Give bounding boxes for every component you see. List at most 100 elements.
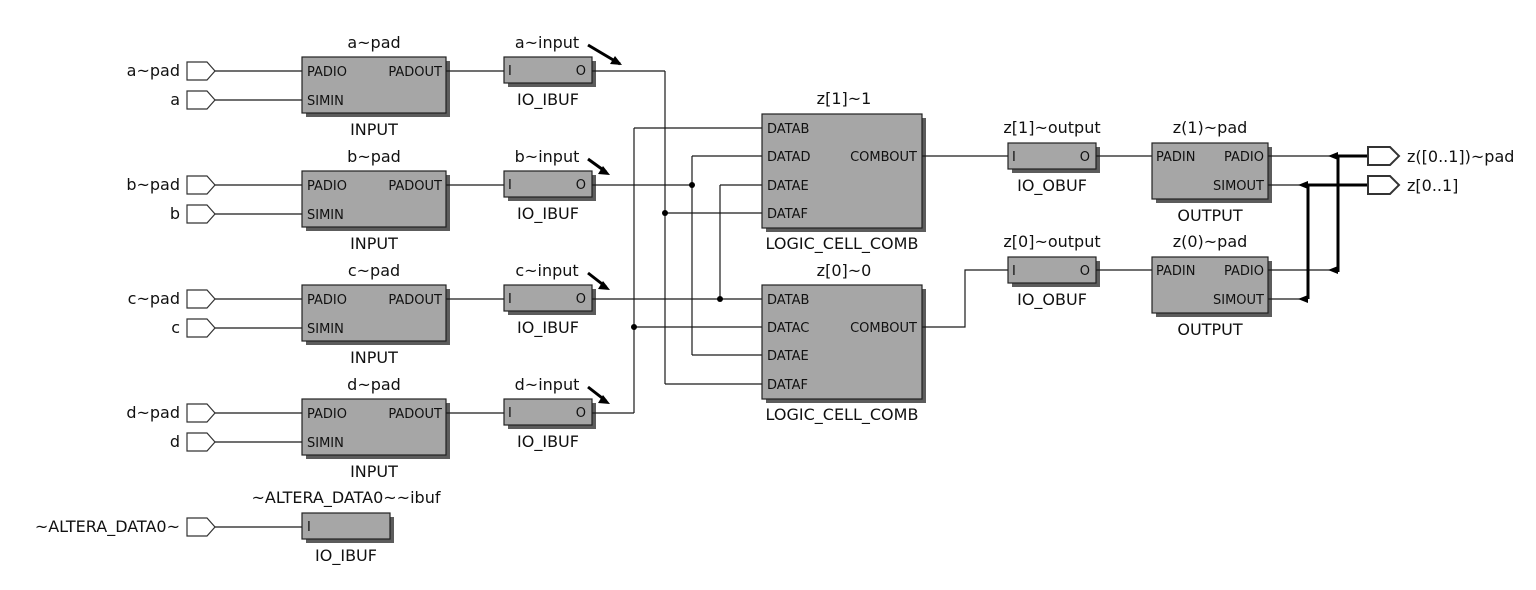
port-simout: SIMOUT: [1213, 179, 1264, 194]
obuf-z0: z[0]~output I O IO_OBUF: [922, 232, 1152, 328]
block-name-d-pad: d~pad: [347, 375, 401, 394]
input-pin-d[interactable]: [186, 432, 216, 452]
obuf0-type: IO_OBUF: [1017, 290, 1087, 310]
port-dataf: DATAF: [767, 207, 808, 222]
out1-block[interactable]: [1151, 142, 1269, 200]
port-padin: PADIN: [1156, 264, 1195, 279]
lc1-block[interactable]: [761, 113, 923, 229]
block-type-input-b: INPUT: [350, 234, 398, 253]
obuf0-name: z[0]~output: [1003, 232, 1100, 251]
port-i: I: [1012, 150, 1016, 165]
obuf1-type: IO_OBUF: [1017, 176, 1087, 196]
altera-ibuf-name: ~ALTERA_DATA0~~ibuf: [252, 488, 441, 508]
pin-label-b-pad: b~pad: [126, 175, 180, 194]
port-datad: DATAD: [767, 150, 811, 165]
routing-wires: [592, 70, 762, 414]
port-datae: DATAE: [767, 349, 809, 364]
block-name-b-pad: b~pad: [347, 147, 401, 166]
port-i: I: [307, 520, 311, 535]
port-simin: SIMIN: [307, 322, 344, 337]
port-o: O: [576, 64, 586, 79]
port-i: I: [508, 64, 512, 79]
out1-name: z(1)~pad: [1173, 118, 1248, 137]
input-group-a: a~pad a a~pad PADIO SIMIN PADOUT INPUT a…: [127, 33, 622, 139]
output-buses: z([0..1])~pad z[0..1]: [1268, 146, 1514, 303]
out1-type: OUTPUT: [1177, 206, 1242, 225]
input-pin-d-pad[interactable]: [186, 403, 216, 423]
port-padout: PADOUT: [388, 65, 442, 80]
port-padout: PADOUT: [388, 179, 442, 194]
out0-block[interactable]: [1151, 256, 1269, 314]
ibuf-type-c: IO_IBUF: [517, 318, 579, 338]
port-i: I: [508, 406, 512, 421]
output-pad-z1: z(1)~pad PADIN PADIO SIMOUT OUTPUT: [1151, 118, 1272, 225]
output-pad-z0: z(0)~pad PADIN PADIO SIMOUT OUTPUT: [1151, 232, 1272, 339]
output-pin-sim[interactable]: [1367, 175, 1401, 195]
obuf1-block[interactable]: [1007, 142, 1097, 170]
input-block-b[interactable]: [301, 170, 447, 228]
input-pin-altera[interactable]: [186, 517, 216, 537]
input-pin-c-pad[interactable]: [186, 289, 216, 309]
port-combout: COMBOUT: [850, 150, 917, 165]
input-block-d[interactable]: [301, 398, 447, 456]
ibuf-block-c[interactable]: [503, 284, 593, 312]
port-i: I: [508, 178, 512, 193]
input-group-b: b~pad b b~pad PADIO SIMIN PADOUT INPUT b…: [126, 147, 610, 253]
ibuf-type-a: IO_IBUF: [517, 90, 579, 110]
ibuf-type-b: IO_IBUF: [517, 204, 579, 224]
ibuf-block-b[interactable]: [503, 170, 593, 198]
input-pin-a[interactable]: [186, 90, 216, 110]
lc0-name: z[0]~0: [817, 261, 872, 280]
lc0-type: LOGIC_CELL_COMB: [766, 405, 919, 425]
block-name-a-pad: a~pad: [347, 33, 400, 52]
out0-name: z(0)~pad: [1173, 232, 1248, 251]
ibuf-name-c: c~input: [515, 261, 578, 280]
pin-label-a: a: [170, 90, 180, 109]
port-datab: DATAB: [767, 293, 809, 308]
port-padin: PADIN: [1156, 150, 1195, 165]
input-pin-c[interactable]: [186, 318, 216, 338]
pin-label-c: c: [171, 318, 180, 337]
port-padout: PADOUT: [388, 407, 442, 422]
ibuf-name-a: a~input: [515, 33, 579, 52]
lc0-block[interactable]: [761, 284, 923, 400]
port-o: O: [576, 292, 586, 307]
output-pin-pad[interactable]: [1367, 146, 1401, 166]
pin-label-altera: ~ALTERA_DATA0~: [35, 517, 180, 537]
block-name-c-pad: c~pad: [348, 261, 400, 280]
port-i: I: [508, 292, 512, 307]
pin-label-d-pad: d~pad: [126, 403, 180, 422]
altera-ibuf-block[interactable]: [301, 512, 391, 540]
port-padio: PADIO: [1224, 150, 1264, 165]
input-pin-b[interactable]: [186, 204, 216, 224]
input-pin-b-pad[interactable]: [186, 175, 216, 195]
ibuf-block-a[interactable]: [503, 56, 593, 84]
obuf-z1: z[1]~output I O IO_OBUF: [922, 118, 1152, 196]
out0-type: OUTPUT: [1177, 320, 1242, 339]
block-type-input-a: INPUT: [350, 120, 398, 139]
port-padout: PADOUT: [388, 293, 442, 308]
port-datae: DATAE: [767, 179, 809, 194]
input-block-c[interactable]: [301, 284, 447, 342]
input-group-c: c~pad c c~pad PADIO SIMIN PADOUT INPUT c…: [128, 261, 610, 367]
lc1-type: LOGIC_CELL_COMB: [766, 234, 919, 254]
input-block-a[interactable]: [301, 56, 447, 114]
port-padio: PADIO: [307, 65, 347, 80]
obuf0-block[interactable]: [1007, 256, 1097, 284]
input-pin-a-pad[interactable]: [186, 61, 216, 81]
port-simout: SIMOUT: [1213, 293, 1264, 308]
port-padio: PADIO: [1224, 264, 1264, 279]
output-pin-sim-label: z[0..1]: [1407, 176, 1458, 195]
output-pin-pad-label: z([0..1])~pad: [1407, 147, 1514, 166]
obuf1-name: z[1]~output: [1003, 118, 1100, 137]
port-o: O: [1080, 150, 1090, 165]
port-padio: PADIO: [307, 293, 347, 308]
pin-label-c-pad: c~pad: [128, 289, 180, 308]
pin-label-d: d: [170, 432, 180, 451]
ibuf-block-d[interactable]: [503, 398, 593, 426]
pin-label-a-pad: a~pad: [127, 61, 180, 80]
port-o: O: [576, 406, 586, 421]
port-simin: SIMIN: [307, 208, 344, 223]
ibuf-name-b: b~input: [515, 147, 580, 166]
port-padio: PADIO: [307, 407, 347, 422]
